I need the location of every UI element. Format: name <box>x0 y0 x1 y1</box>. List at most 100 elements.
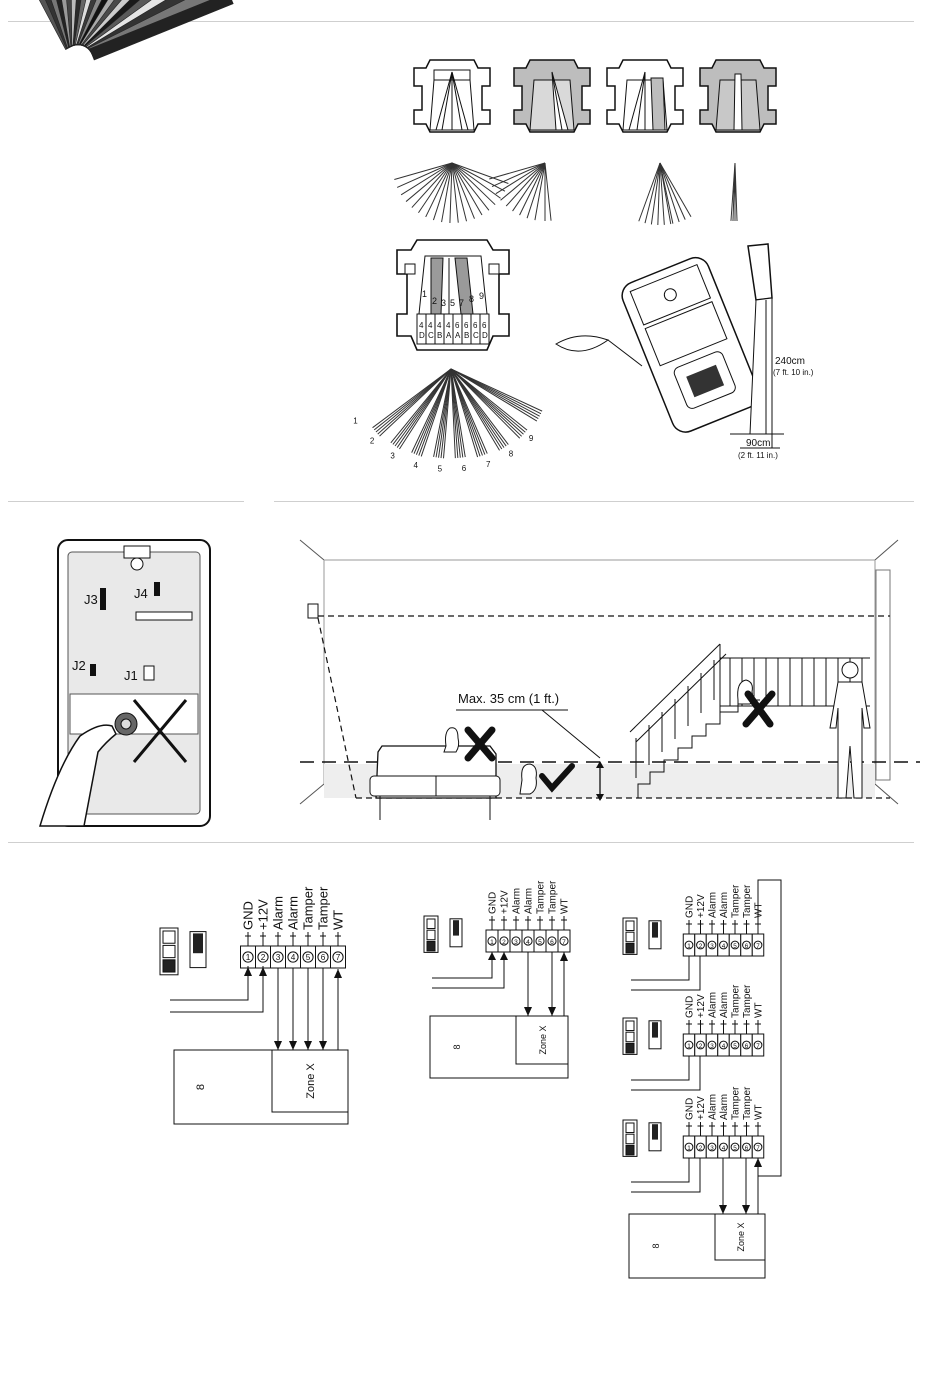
fan-number: 7 <box>486 460 491 469</box>
wiring-diagram-chained: 1GND2+12V3Alarm4Alarm5Tamper6Tamper7WT1G… <box>622 879 782 1279</box>
terminal-number: 3 <box>710 943 714 950</box>
distance-label-imperial: (2 ft. 11 in.) <box>738 451 778 460</box>
terminal-number: 7 <box>336 953 341 962</box>
terminal-number: 5 <box>733 943 737 950</box>
jumper-j2-label: J2 <box>72 658 86 673</box>
zone-sublabel: 4 <box>437 321 442 330</box>
terminal-number: 2 <box>699 1043 703 1050</box>
color-swatch-fan <box>0 0 234 61</box>
terminal-label: GND <box>241 901 256 930</box>
terminal-number: 1 <box>246 953 251 962</box>
terminal-label: WT <box>331 910 346 930</box>
zone-sublabel: 4 <box>428 321 433 330</box>
terminal-number: 1 <box>687 1145 691 1152</box>
terminal-number: 7 <box>562 939 566 946</box>
terminal-number: 1 <box>687 943 691 950</box>
terminal-number: 5 <box>306 953 311 962</box>
terminal-number: 5 <box>733 1043 737 1050</box>
terminal-label: WT <box>754 1002 765 1018</box>
zone-sublabel: B <box>464 331 469 340</box>
terminal-number: 6 <box>321 953 326 962</box>
zone-sublabel: 6 <box>464 321 469 330</box>
lens-mask-open <box>413 59 491 133</box>
terminal-label: Alarm <box>512 888 523 914</box>
fan-number: 2 <box>370 436 375 445</box>
terminal-number: 3 <box>710 1145 714 1152</box>
terminal-label: Alarm <box>708 1094 719 1120</box>
terminal-label: Alarm <box>708 992 719 1018</box>
terminal-label: Alarm <box>719 992 730 1018</box>
terminal-label: Alarm <box>524 888 535 914</box>
terminal-label: Alarm <box>719 1094 730 1120</box>
terminal-number: 2 <box>699 1145 703 1152</box>
terminal-label: Alarm <box>719 892 730 918</box>
terminal-label: Tamper <box>536 880 547 914</box>
lens-mask-curtain <box>699 59 777 133</box>
dip-switch <box>622 917 662 955</box>
section-rule-right <box>274 501 914 502</box>
terminal-number: 7 <box>756 943 760 950</box>
fan-number: 5 <box>438 464 443 473</box>
jumper-j4-label: J4 <box>134 586 148 601</box>
zone-label: Zone X <box>538 1025 548 1054</box>
jumper-j1-label: J1 <box>124 668 138 683</box>
distance-label: 90cm <box>746 438 771 449</box>
jumper-j3-label: J3 <box>84 592 98 607</box>
zone-number: 9 <box>479 291 484 301</box>
terminal-number: 2 <box>261 953 266 962</box>
terminal-number: 3 <box>276 953 281 962</box>
zone-number: 7 <box>459 298 464 308</box>
terminal-label: +12V <box>696 994 707 1018</box>
terminal-number: 4 <box>722 1043 726 1050</box>
terminal-label: Tamper <box>548 880 559 914</box>
zone-number: 3 <box>441 298 446 308</box>
terminal-label: Alarm <box>271 896 286 930</box>
terminal-label: GND <box>685 896 696 918</box>
terminal-label: GND <box>685 996 696 1018</box>
terminal-label: Alarm <box>286 896 301 930</box>
zone-sublabel: C <box>473 331 479 340</box>
zone-label: Zone X <box>736 1222 746 1251</box>
height-label-imperial: (7 ft. 10 in.) <box>773 368 814 377</box>
terminal-number: 2 <box>699 943 703 950</box>
zone-sublabel: A <box>455 331 461 340</box>
zone-sublabel: 4 <box>446 321 451 330</box>
lens-mask-options <box>413 59 777 133</box>
terminal-number: 1 <box>687 1043 691 1050</box>
terminal-label: +12V <box>500 890 511 914</box>
fan-number: 3 <box>390 451 395 460</box>
pet-immunity-room-scene <box>299 539 920 820</box>
terminal-number: 5 <box>733 1145 737 1152</box>
fan-number: 8 <box>509 450 514 459</box>
terminal-label: WT <box>754 902 765 918</box>
terminal-label: GND <box>488 892 499 914</box>
terminal-number: 4 <box>526 939 530 946</box>
fan-number: 6 <box>462 464 467 473</box>
zone-number: 8 <box>469 294 474 304</box>
zone-sublabel: 6 <box>473 321 478 330</box>
dip-switch <box>423 915 463 953</box>
fan-number: 4 <box>413 461 418 470</box>
terminal-label: Tamper <box>731 984 742 1018</box>
terminal-number: 6 <box>550 939 554 946</box>
terminal-label: Tamper <box>316 886 331 930</box>
lens-mask-center <box>606 59 684 133</box>
zone-sublabel: C <box>428 331 434 340</box>
zone-number: 2 <box>432 296 437 306</box>
height-label: 240cm <box>775 356 806 367</box>
detection-patterns <box>394 162 738 225</box>
terminal-label: Tamper <box>742 984 753 1018</box>
panel-label: 8 <box>195 1084 207 1090</box>
terminal-label: Tamper <box>742 884 753 918</box>
terminal-number: 3 <box>710 1043 714 1050</box>
